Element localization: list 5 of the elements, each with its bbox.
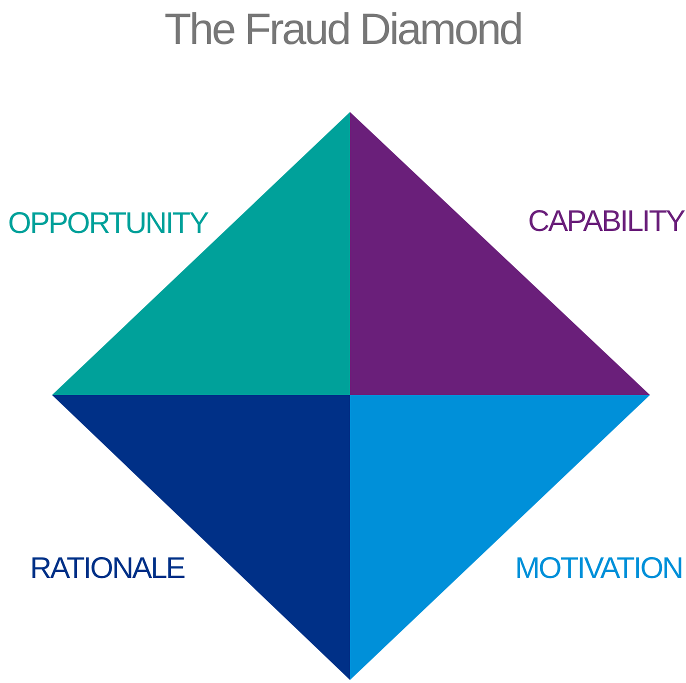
segment-label: RATIONALE [30,552,184,586]
diagram-title: The Fraud Diamond [163,4,523,56]
segment-label: MOTIVATION [515,552,682,586]
segment-label: CAPABILITY [528,205,684,239]
segment-label: OPPORTUNITY [8,207,208,241]
